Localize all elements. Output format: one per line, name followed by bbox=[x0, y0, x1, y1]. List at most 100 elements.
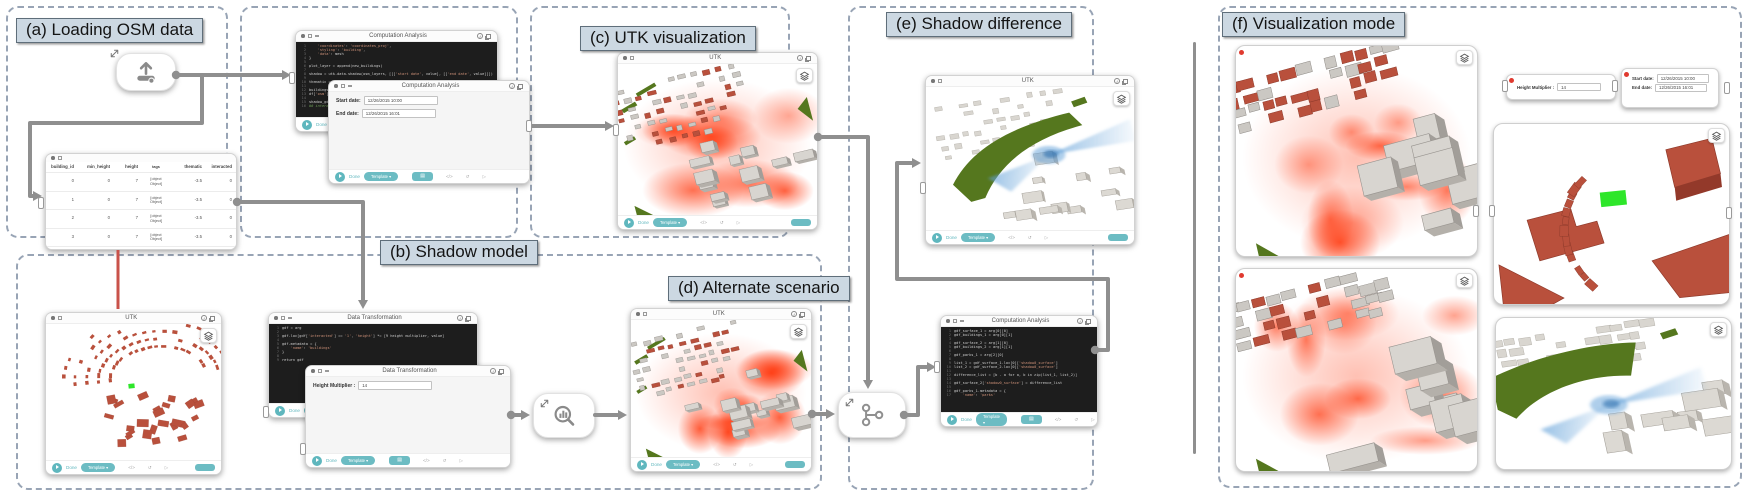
undo-icon[interactable]: ↺ bbox=[147, 464, 152, 470]
expand-icon[interactable] bbox=[538, 397, 551, 410]
export-button[interactable]: ▤ bbox=[412, 172, 433, 181]
input-port[interactable] bbox=[934, 361, 940, 373]
maximize-map-button[interactable] bbox=[1108, 234, 1128, 241]
window-dot-icon[interactable] bbox=[51, 156, 55, 160]
code-view-icon[interactable]: </> bbox=[128, 465, 135, 470]
window-dot-icon[interactable] bbox=[636, 312, 640, 316]
height-multiplier-input[interactable] bbox=[358, 381, 433, 390]
info-icon[interactable]: i bbox=[201, 315, 207, 321]
export-button[interactable]: ▤ bbox=[389, 456, 410, 465]
template-dropdown[interactable]: Template ▾ bbox=[652, 218, 688, 227]
code-view-icon[interactable]: </> bbox=[1054, 417, 1062, 422]
window-maximize-icon[interactable] bbox=[307, 34, 312, 38]
template-dropdown[interactable]: Template ▾ bbox=[340, 456, 376, 465]
window-maximize-icon[interactable] bbox=[280, 316, 285, 320]
window-maximize-icon[interactable] bbox=[57, 316, 62, 320]
code-view-icon[interactable]: </> bbox=[422, 458, 430, 463]
maximize-map-button[interactable] bbox=[195, 464, 215, 471]
window-maximize-icon[interactable] bbox=[937, 79, 942, 83]
step-icon[interactable]: ▷ bbox=[459, 457, 464, 463]
undo-icon[interactable]: ↺ bbox=[732, 461, 737, 467]
step-icon[interactable]: ▷ bbox=[1091, 416, 1095, 422]
maximize-map-button[interactable] bbox=[785, 461, 805, 468]
layers-button[interactable] bbox=[200, 328, 217, 343]
run-button[interactable] bbox=[624, 217, 634, 228]
layers-button[interactable] bbox=[1456, 273, 1473, 288]
info-icon[interactable]: i bbox=[791, 311, 797, 317]
map-canvas[interactable] bbox=[46, 324, 221, 460]
step-icon[interactable]: ▷ bbox=[749, 461, 754, 467]
duplicate-icon[interactable] bbox=[486, 33, 491, 39]
map-canvas[interactable] bbox=[631, 320, 811, 457]
window-maximize-icon[interactable] bbox=[952, 319, 957, 323]
window-dot-icon[interactable] bbox=[334, 84, 338, 88]
window-minimize-icon[interactable] bbox=[324, 370, 329, 372]
undo-icon[interactable]: ↺ bbox=[1027, 234, 1032, 240]
fview-footprints-highlight[interactable] bbox=[1493, 123, 1730, 305]
map-canvas[interactable] bbox=[1496, 318, 1731, 469]
step-icon[interactable]: ▷ bbox=[164, 464, 169, 470]
output-port[interactable] bbox=[1612, 80, 1618, 92]
window-maximize-icon[interactable] bbox=[57, 156, 62, 160]
template-dropdown[interactable]: Template ▾ bbox=[665, 460, 701, 469]
input-port[interactable] bbox=[920, 182, 926, 194]
run-button[interactable] bbox=[932, 232, 942, 243]
layers-button[interactable] bbox=[796, 68, 813, 83]
window-maximize-icon[interactable] bbox=[340, 84, 345, 88]
run-button[interactable] bbox=[275, 405, 285, 416]
window-maximize-icon[interactable] bbox=[317, 369, 322, 373]
end-date-input[interactable] bbox=[361, 109, 436, 118]
info-icon[interactable]: i bbox=[797, 55, 803, 61]
layers-button[interactable] bbox=[1708, 128, 1725, 143]
code-view-icon[interactable]: </> bbox=[713, 462, 720, 467]
info-icon[interactable]: i bbox=[509, 83, 515, 89]
layers-button[interactable] bbox=[790, 324, 807, 339]
code-view-icon[interactable]: </> bbox=[445, 174, 453, 179]
run-button[interactable] bbox=[335, 171, 345, 182]
info-icon[interactable]: i bbox=[457, 315, 463, 321]
map-view[interactable] bbox=[46, 324, 221, 460]
run-button[interactable] bbox=[637, 459, 647, 470]
map-canvas[interactable] bbox=[1494, 124, 1729, 304]
info-icon[interactable]: i bbox=[477, 33, 483, 39]
input-port[interactable] bbox=[1489, 205, 1495, 217]
window-minimize-icon[interactable] bbox=[314, 35, 319, 37]
node-upload[interactable] bbox=[110, 49, 176, 91]
export-button[interactable]: ▤ bbox=[1020, 415, 1042, 424]
map-view[interactable] bbox=[618, 64, 817, 215]
template-dropdown[interactable]: Template ▾ bbox=[80, 463, 116, 472]
template-dropdown[interactable]: Template ▾ bbox=[960, 233, 996, 242]
info-icon[interactable]: i bbox=[490, 368, 496, 374]
output-port[interactable] bbox=[1724, 82, 1730, 94]
template-dropdown[interactable]: Template ▾ bbox=[363, 172, 399, 181]
undo-icon[interactable]: ↺ bbox=[442, 457, 447, 463]
window-dot-icon[interactable] bbox=[623, 56, 627, 60]
undo-icon[interactable]: ↺ bbox=[1074, 416, 1079, 422]
duplicate-icon[interactable] bbox=[1123, 78, 1128, 84]
step-icon[interactable]: ▷ bbox=[482, 173, 487, 179]
input-port[interactable] bbox=[263, 406, 269, 418]
info-icon[interactable]: i bbox=[1077, 318, 1083, 324]
expand-icon[interactable] bbox=[843, 396, 856, 409]
map-canvas[interactable] bbox=[1236, 269, 1477, 471]
undo-icon[interactable]: ↺ bbox=[719, 219, 724, 225]
input-port[interactable] bbox=[613, 124, 619, 136]
template-dropdown[interactable]: Template ▾ bbox=[975, 412, 1007, 426]
duplicate-icon[interactable] bbox=[1086, 318, 1091, 324]
step-icon[interactable]: ▷ bbox=[736, 219, 741, 225]
window-dot-icon[interactable] bbox=[946, 319, 950, 323]
duplicate-icon[interactable] bbox=[210, 315, 215, 321]
window-maximize-icon[interactable] bbox=[629, 56, 634, 60]
height-multiplier-input[interactable] bbox=[1557, 82, 1602, 92]
fview-shadow-difference[interactable] bbox=[1495, 317, 1732, 470]
duplicate-icon[interactable] bbox=[800, 311, 805, 317]
node-interaction-magnifier[interactable] bbox=[533, 393, 595, 438]
input-port[interactable] bbox=[300, 443, 306, 455]
window-dot-icon[interactable] bbox=[51, 316, 55, 320]
input-port[interactable] bbox=[289, 72, 295, 84]
duplicate-icon[interactable] bbox=[806, 55, 811, 61]
